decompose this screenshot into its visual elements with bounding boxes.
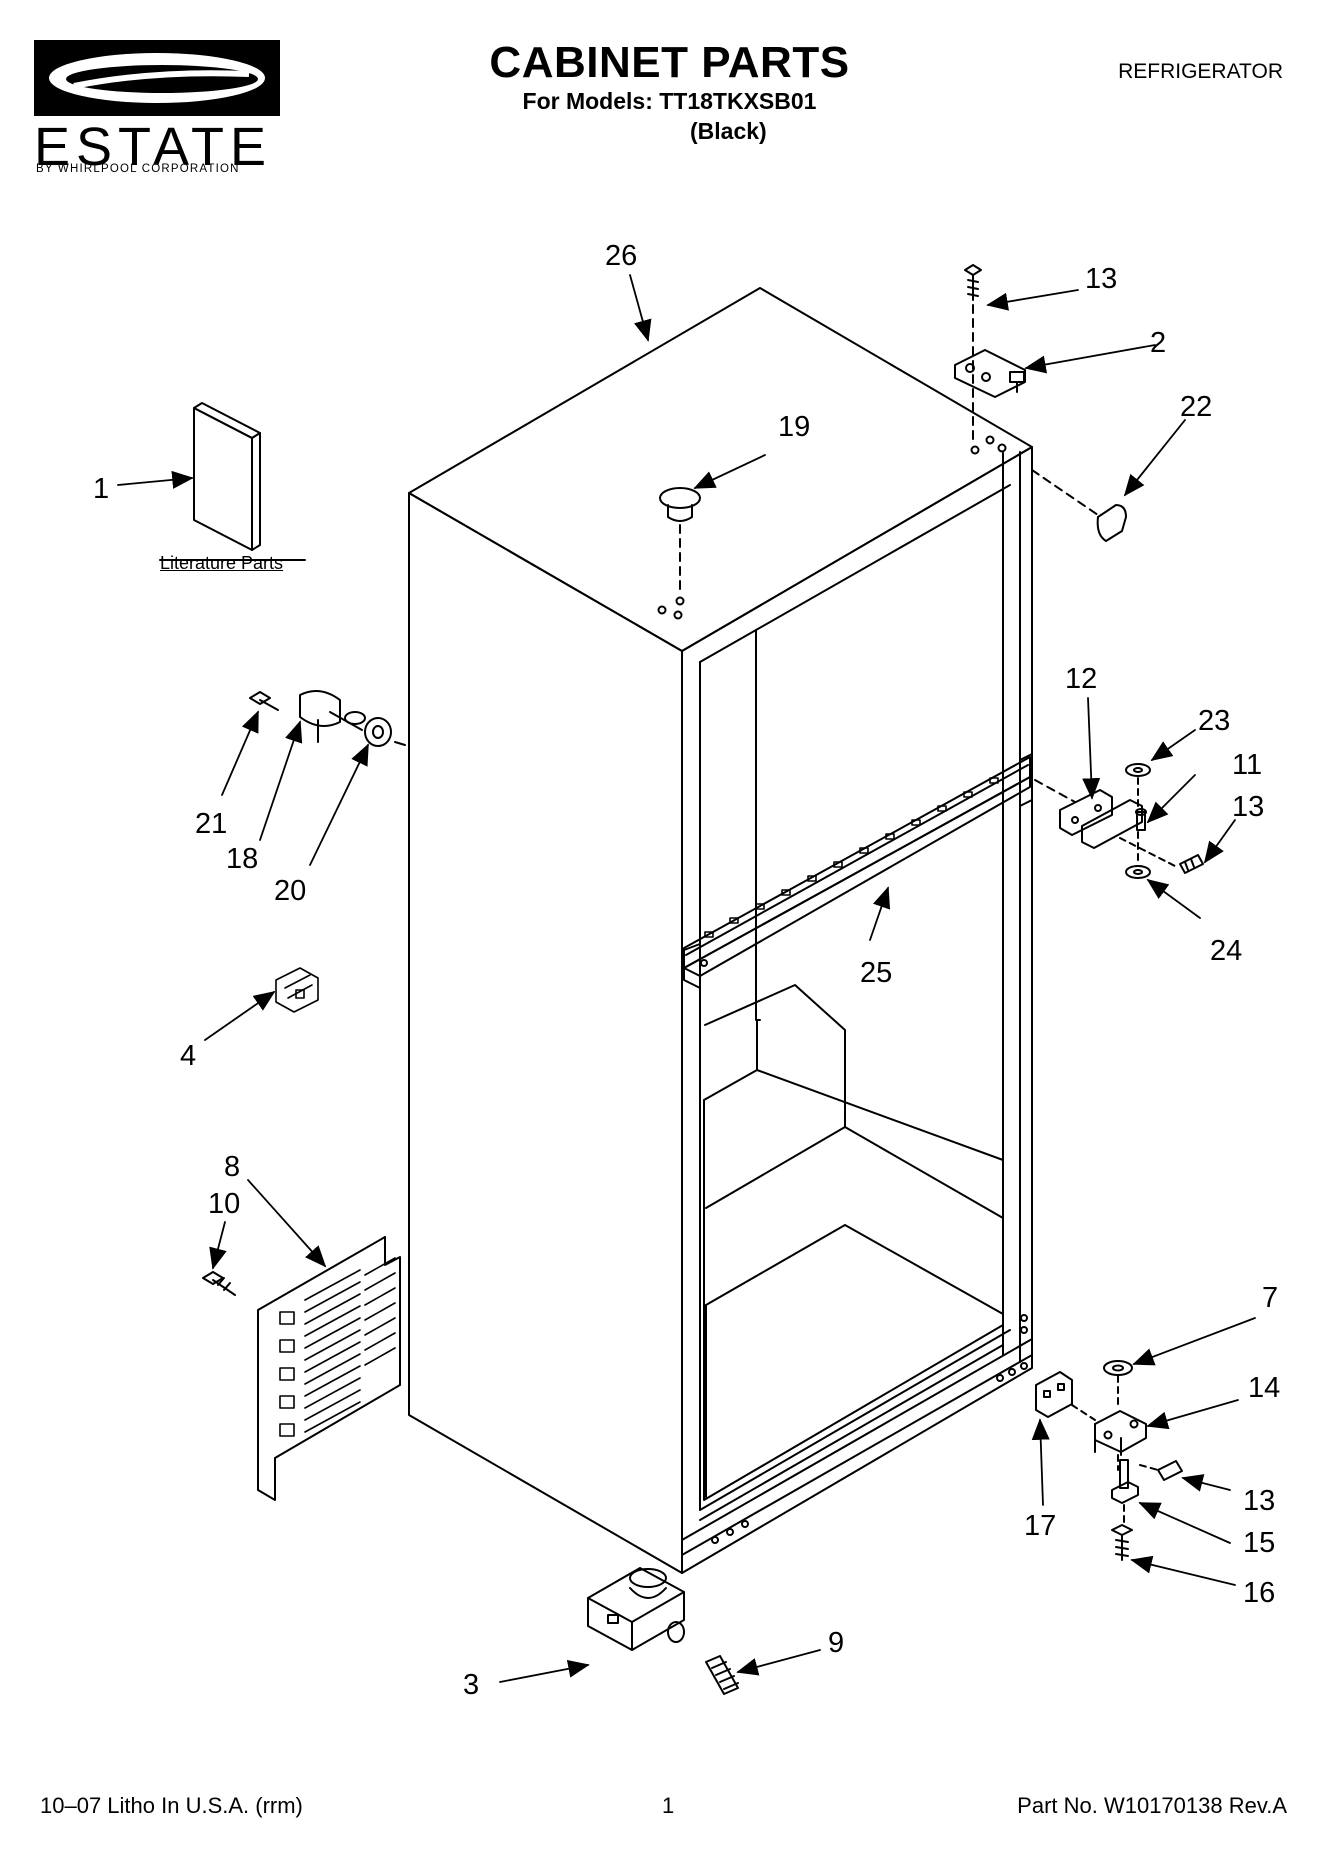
bottom-hinge [1035, 1360, 1183, 1561]
callout-19: 19 [778, 411, 810, 443]
callout-22: 22 [1180, 391, 1212, 423]
footer-print-info: 10–07 Litho In U.S.A. (rrm) [40, 1793, 303, 1818]
divider-rail [683, 753, 1033, 989]
rear-access-panel [202, 1236, 401, 1501]
callout-18: 18 [226, 843, 258, 875]
callout-10: 10 [208, 1188, 240, 1220]
center-hinge [1034, 763, 1204, 879]
callout-4: 4 [180, 1040, 196, 1072]
cabinet-body [408, 287, 1033, 1574]
callout-1: 1 [93, 473, 109, 505]
callout-2: 2 [1150, 327, 1166, 359]
footer-page-number: 1 [662, 1793, 675, 1818]
footer-part-number: Part No. W10170138 Rev.A [1017, 1793, 1287, 1818]
callout-17: 17 [1024, 1510, 1056, 1542]
callout-13-bottom: 13 [1243, 1485, 1275, 1517]
callout-13-center: 13 [1232, 791, 1264, 823]
literature-parts-label: Literature Parts [160, 553, 284, 573]
bracket-small [275, 967, 319, 1013]
callout-14: 14 [1248, 1372, 1280, 1404]
callout-26: 26 [605, 240, 637, 272]
hinge-cover [1031, 469, 1127, 542]
callout-16: 16 [1243, 1577, 1275, 1609]
callout-25: 25 [860, 957, 892, 989]
color-line: (Black) [690, 118, 767, 144]
callout-23: 23 [1198, 705, 1230, 737]
callout-11: 11 [1232, 749, 1262, 781]
top-hinge [954, 264, 1026, 441]
callout-7: 7 [1262, 1282, 1278, 1314]
callout-12: 12 [1065, 663, 1097, 695]
leveling-roller [587, 1567, 685, 1651]
page-title: CABINET PARTS [489, 38, 850, 87]
top-plug [659, 487, 701, 596]
door-stop-assembly [249, 690, 406, 747]
callout-8: 8 [224, 1151, 240, 1183]
literature-book [159, 402, 306, 561]
callout-15: 15 [1243, 1527, 1275, 1559]
callout-13-top: 13 [1085, 263, 1117, 295]
models-line: For Models: TT18TKXSB01 [522, 88, 817, 114]
callout-21: 21 [195, 808, 227, 840]
logo-subtext: BY WHIRLPOOL CORPORATION [36, 163, 240, 175]
leveling-screw [705, 1655, 739, 1695]
logo-brand-text: ESTATE [34, 117, 273, 177]
category-label: REFRIGERATOR [1118, 60, 1283, 83]
callout-3: 3 [463, 1669, 479, 1701]
callout-leaders [117, 274, 1256, 1683]
estate-logo-icon [34, 40, 280, 116]
callout-9: 9 [828, 1627, 844, 1659]
callout-numbers: 26 13 2 22 19 1 12 23 11 13 21 18 20 24 … [93, 240, 1280, 1701]
callout-20: 20 [274, 875, 306, 907]
callout-24: 24 [1210, 935, 1242, 967]
